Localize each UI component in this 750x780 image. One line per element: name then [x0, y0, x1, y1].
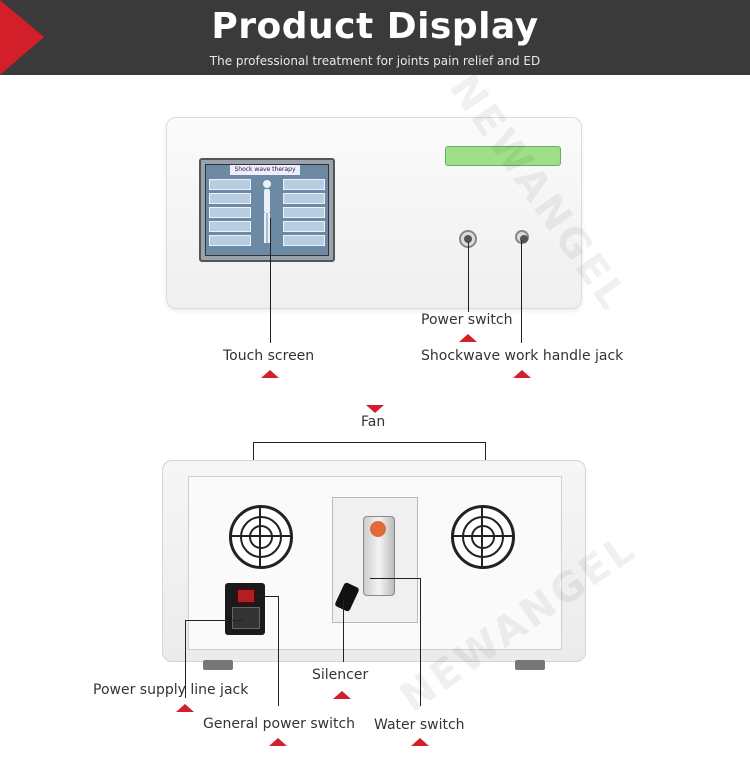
fan-icon	[229, 505, 293, 569]
power-inlet	[232, 607, 260, 629]
label-touch-screen: Touch screen	[223, 348, 315, 364]
pointer-triangle	[261, 370, 279, 378]
screen-button	[209, 207, 251, 218]
screen-button	[209, 221, 251, 232]
screen-title: Shock wave therapy	[230, 165, 300, 175]
label-handle-jack: Shockwave work handle jack	[421, 348, 624, 364]
pointer-triangle	[333, 691, 351, 699]
fan-icon	[451, 505, 515, 569]
page-subtitle: The professional treatment for joints pa…	[209, 54, 541, 68]
human-body-icon	[263, 180, 271, 243]
device-front-view: Shock wave therapy	[166, 117, 582, 309]
handle-jack-port	[515, 230, 529, 244]
page-header: Product Display The professional treatme…	[0, 0, 750, 75]
indicator-bar	[445, 146, 561, 166]
pointer-triangle	[411, 738, 429, 746]
screen-button	[283, 193, 325, 204]
pointer-triangle	[513, 370, 531, 378]
screen-button	[283, 207, 325, 218]
pointer-triangle	[459, 334, 477, 342]
label-general-power-switch: General power switch	[203, 716, 356, 732]
general-power-rocker	[237, 589, 255, 603]
screen-button	[283, 179, 325, 190]
power-socket	[225, 583, 265, 635]
label-silencer: Silencer	[312, 667, 369, 683]
pointer-triangle	[176, 704, 194, 712]
label-power-supply-line-jack: Power supply line jack	[93, 682, 249, 698]
screen-button	[283, 221, 325, 232]
label-water-switch: Water switch	[374, 717, 465, 733]
pointer-triangle	[269, 738, 287, 746]
pointer-triangle	[366, 405, 384, 413]
screen-button	[209, 179, 251, 190]
device-back-view	[162, 460, 586, 670]
water-filter-compartment	[332, 497, 418, 623]
rear-panel	[188, 476, 562, 650]
page-title: Product Display	[211, 6, 539, 47]
red-arrow-decoration	[0, 0, 44, 75]
label-power-switch: Power switch	[421, 312, 513, 328]
silencer-part	[334, 581, 360, 613]
screen-button	[209, 235, 251, 246]
label-fan: Fan	[361, 414, 386, 430]
touch-screen-display: Shock wave therapy	[199, 158, 335, 262]
screen-button	[209, 193, 251, 204]
water-filter	[363, 516, 395, 596]
screen-button	[283, 235, 325, 246]
